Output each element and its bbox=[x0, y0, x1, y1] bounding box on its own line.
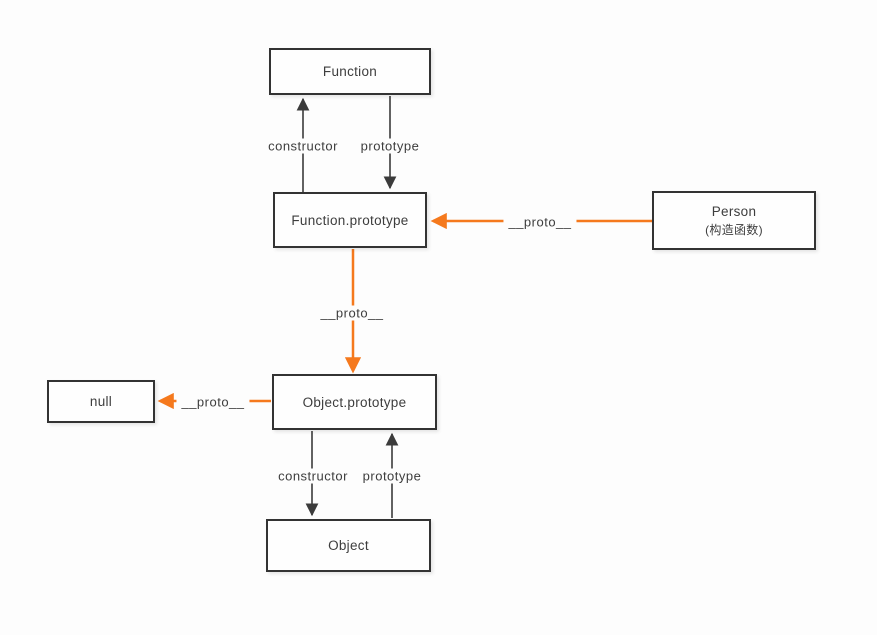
node-person-label: Person bbox=[711, 203, 757, 219]
node-function-prototype: Function.prototype bbox=[273, 192, 427, 248]
node-function: Function bbox=[269, 48, 431, 95]
node-object: Object bbox=[266, 519, 431, 572]
edge-label-constructor-top: constructor bbox=[263, 138, 343, 154]
edge-label-proto-null: __proto__ bbox=[176, 394, 250, 410]
edge-label-constructor-bottom: constructor bbox=[273, 468, 353, 484]
node-null-label: null bbox=[89, 394, 113, 409]
node-null: null bbox=[47, 380, 155, 423]
node-object-prototype: Object.prototype bbox=[272, 374, 437, 430]
node-person: Person (构造函数) bbox=[652, 191, 816, 250]
node-function-prototype-label: Function.prototype bbox=[291, 212, 409, 228]
edge-label-proto-person: __proto__ bbox=[503, 214, 577, 230]
edge-label-prototype-bottom: prototype bbox=[357, 468, 427, 484]
edge-label-prototype-top: prototype bbox=[355, 138, 425, 154]
edge-label-proto-middle: __proto__ bbox=[315, 305, 389, 321]
node-object-prototype-label: Object.prototype bbox=[302, 394, 407, 410]
node-function-label: Function bbox=[322, 64, 378, 79]
node-object-label: Object bbox=[328, 538, 369, 553]
node-person-sublabel: (构造函数) bbox=[705, 222, 763, 237]
